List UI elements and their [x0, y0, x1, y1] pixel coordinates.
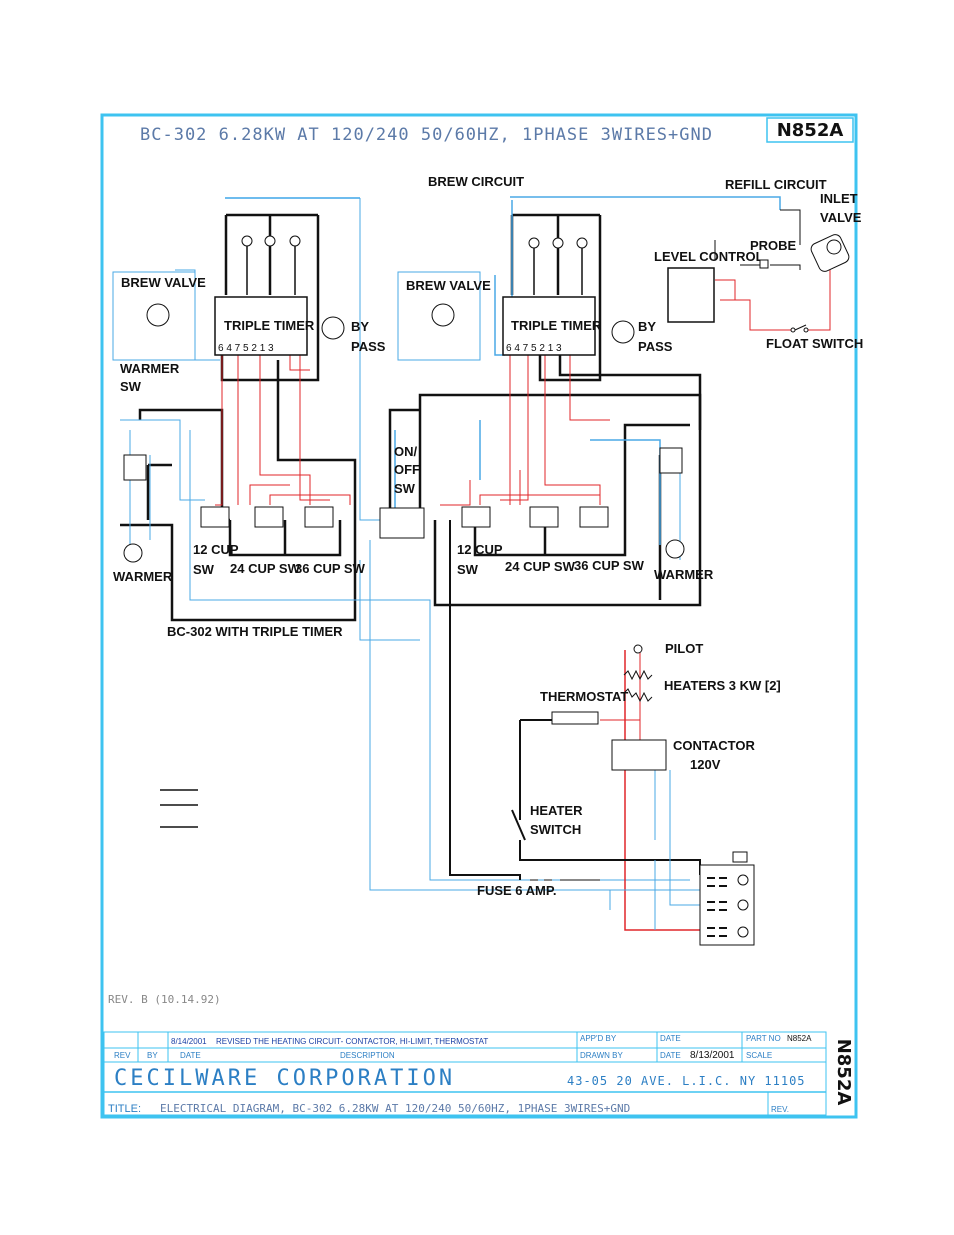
heater-switch-label-1: HEATER — [530, 803, 583, 818]
thermostat-label: THERMOSTAT — [540, 689, 628, 704]
drawn-date: 8/13/2001 — [690, 1050, 735, 1061]
warmer-right-icon — [665, 539, 685, 559]
drawing-border — [100, 113, 858, 1119]
title-label: TITLE: — [108, 1103, 141, 1115]
col-rev: REV — [114, 1051, 131, 1060]
cup-switches-left — [200, 506, 334, 528]
legend-lines — [160, 789, 198, 828]
timer-left-terminals: 6 4 7 5 2 1 3 — [218, 343, 274, 354]
title-text: ELECTRICAL DIAGRAM, BC-302 6.28KW AT 120… — [160, 1102, 630, 1115]
cup12-left-label-2: SW — [193, 562, 215, 577]
thermostat-icon — [551, 711, 599, 725]
on-off-label-2: OFF — [394, 462, 420, 477]
warmer-left-label: WARMER — [113, 569, 173, 584]
brew-valve-left-icon — [112, 271, 196, 361]
level-control-icon — [667, 267, 715, 323]
terminal-block-icon — [699, 851, 755, 946]
bypass-valve-left-icon — [321, 316, 345, 340]
refill-circuit-label: REFILL CIRCUIT — [725, 177, 827, 192]
warmer-switch-right-icon — [659, 447, 683, 474]
warmer-right-label: WARMER — [654, 567, 714, 582]
bc302-caption: BC-302 WITH TRIPLE TIMER — [167, 624, 343, 639]
contactor-icon — [611, 739, 667, 771]
title-block — [103, 1031, 827, 1116]
inlet-valve-label-2: VALVE — [820, 210, 862, 225]
cup12-right-label-1: 12 CUP — [457, 542, 503, 557]
left-brew-circuit-wiring — [120, 197, 690, 881]
pilot-label: PILOT — [665, 641, 703, 656]
right-brew-circuit-wiring — [369, 196, 781, 910]
on-off-label-1: ON/ — [394, 444, 418, 459]
company-name: CECILWARE CORPORATION — [114, 1066, 455, 1091]
on-off-label-3: SW — [394, 481, 416, 496]
heaters-label: HEATERS 3 KW [2] — [664, 678, 781, 693]
cup12-right-label-2: SW — [457, 562, 479, 577]
warmer-switch-left-icon — [123, 454, 147, 481]
heater-element-icon — [623, 669, 653, 703]
bypass-right-pass: PASS — [638, 339, 673, 354]
col-description: DESCRIPTION — [340, 1051, 395, 1060]
brew-circuit-label: BREW CIRCUIT — [428, 174, 524, 189]
part-no: N852A — [787, 1034, 812, 1043]
cup12-left-label-1: 12 CUP — [193, 542, 239, 557]
drawn-by: DRAWN BY — [580, 1051, 623, 1060]
refill-circuit-wiring — [714, 209, 831, 331]
bypass-left-pass: PASS — [351, 339, 386, 354]
rev-label: REV. — [771, 1105, 789, 1114]
contactor-label-1: CONTACTOR — [673, 738, 755, 753]
cup24-left-label: 24 CUP SW — [230, 561, 301, 576]
float-switch-label: FLOAT SWITCH — [766, 336, 863, 351]
contactor-label-2: 120V — [690, 757, 721, 772]
timer-right-relays — [528, 237, 588, 295]
date-label-2: DATE — [660, 1051, 681, 1060]
bypass-left-by: BY — [351, 319, 369, 334]
warmer-left-icon — [123, 543, 143, 563]
scale-label: SCALE — [746, 1051, 772, 1060]
col-by: BY — [147, 1051, 158, 1060]
float-switch-icon — [790, 324, 809, 333]
brew-valve-left-label: BREW VALVE — [121, 275, 206, 290]
part-no-label: PART NO — [746, 1034, 781, 1043]
rev-date: 8/14/2001 — [171, 1037, 207, 1046]
revision-note: REV. B (10.14.92) — [108, 993, 221, 1006]
cup36-right-label: 36 CUP SW — [574, 558, 645, 573]
pilot-icon — [633, 644, 643, 654]
date-label-1: DATE — [660, 1034, 681, 1043]
col-date: DATE — [180, 1051, 201, 1060]
inlet-valve-icon — [810, 234, 850, 272]
level-control-label: LEVEL CONTROL — [654, 249, 764, 264]
appd-by: APP'D BY — [580, 1034, 617, 1043]
timer-left-relays — [241, 235, 301, 295]
cup36-left-label: 36 CUP SW — [295, 561, 366, 576]
on-off-switch-icon — [379, 507, 425, 539]
rev-description: REVISED THE HEATING CIRCUIT- CONTACTOR, … — [216, 1037, 488, 1046]
page-title: BC-302 6.28KW AT 120/240 50/60HZ, 1PHASE… — [140, 125, 713, 145]
heater-switch-label-2: SWITCH — [530, 822, 581, 837]
bypass-valve-right-icon — [611, 320, 635, 344]
triple-timer-right-label: TRIPLE TIMER — [511, 318, 602, 333]
drawing-number-box — [766, 117, 854, 143]
probe-label: PROBE — [750, 238, 797, 253]
triple-timer-left: TRIPLE TIMER 6 4 7 5 2 1 3 — [214, 296, 315, 356]
warmer-sw-label-1: WARMER — [120, 361, 180, 376]
company-address: 43-05 20 AVE. L.I.C. NY 11105 — [567, 1074, 806, 1088]
side-drawing-number: N852A — [833, 1039, 854, 1106]
brew-valve-right-icon — [397, 271, 481, 361]
inlet-valve-label-1: INLET — [820, 191, 858, 206]
triple-timer-right: TRIPLE TIMER 6 4 7 5 2 1 3 — [502, 296, 602, 356]
bypass-right-by: BY — [638, 319, 656, 334]
brew-valve-right-label: BREW VALVE — [406, 278, 491, 293]
cup24-right-label: 24 CUP SW — [505, 559, 576, 574]
drawing-number: N852A — [777, 120, 844, 141]
probe-icon — [759, 259, 769, 269]
heating-circuit-wiring — [519, 650, 701, 931]
fuse-label: FUSE 6 AMP. — [477, 883, 556, 898]
heater-switch-icon — [511, 768, 526, 841]
cup-switches-right — [461, 506, 609, 528]
warmer-sw-label-2: SW — [120, 379, 142, 394]
triple-timer-left-label: TRIPLE TIMER — [224, 318, 315, 333]
timer-right-terminals: 6 4 7 5 2 1 3 — [506, 343, 562, 354]
